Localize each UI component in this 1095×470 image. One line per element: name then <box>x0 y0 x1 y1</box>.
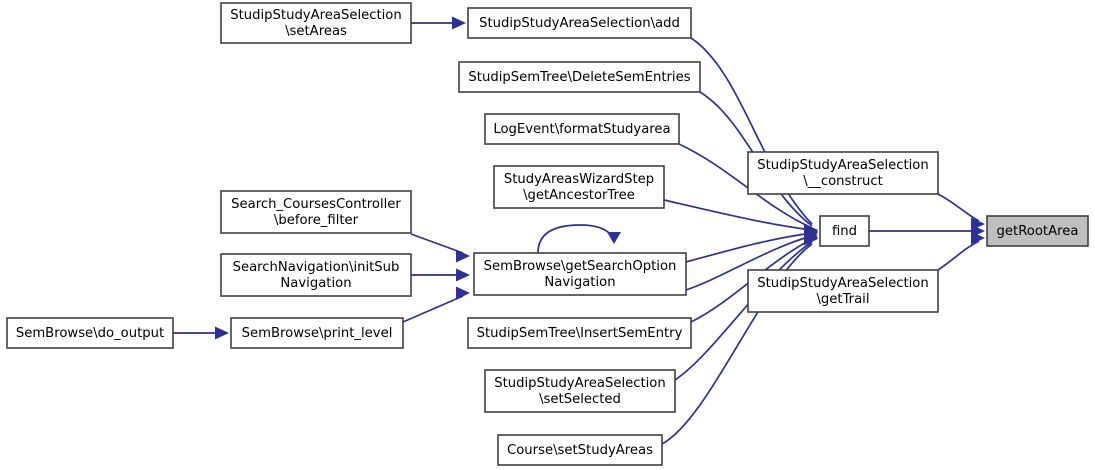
node-label-getAncestorTree: StudyAreasWizardStep <box>504 172 654 187</box>
node-label-print_level: SemBrowse\print_level <box>242 326 393 341</box>
node-label-add: StudipStudyAreaSelection\add <box>479 16 680 31</box>
node-label-construct: StudipStudyAreaSelection <box>757 158 929 173</box>
node-label-formatStudyarea: LogEvent\formatStudyarea <box>493 122 670 137</box>
node-label-setAreas: \setAreas <box>285 24 347 39</box>
node-label-setSelected: \setSelected <box>539 392 621 407</box>
node-layer: StudipStudyAreaSelection\setAreasStudipS… <box>6 2 1089 466</box>
node-construct[interactable]: StudipStudyAreaSelection\__construct <box>747 151 939 195</box>
node-label-setSelected: StudipStudyAreaSelection <box>494 376 666 391</box>
edge-before_filter-to-getSearchOptionNavigation <box>410 233 464 254</box>
node-setStudyAreas[interactable]: Course\setStudyAreas <box>497 434 663 466</box>
node-box-add[interactable] <box>467 7 692 39</box>
node-label-initSubNavigation: SearchNavigation\initSub <box>233 260 400 275</box>
node-label-getSearchOptionNavigation: Navigation <box>544 275 615 290</box>
node-label-getRootArea: getRootArea <box>997 224 1079 239</box>
node-box-construct[interactable] <box>747 151 939 195</box>
node-box-find[interactable] <box>819 215 870 247</box>
node-label-do_output: SemBrowse\do_output <box>16 326 164 341</box>
node-label-insertSemEntry: StudipSemTree\InsertSemEntry <box>477 326 683 341</box>
node-deleteSemEntries[interactable]: StudipSemTree\DeleteSemEntries <box>458 61 701 93</box>
arrowhead-setStudyAreas-to-find <box>804 232 818 246</box>
node-find[interactable]: find <box>819 215 870 247</box>
node-label-setAreas: StudipStudyAreaSelection <box>230 8 402 23</box>
arrowhead-getSearchOptionNavigation-to-getSearchOptionNavigation <box>607 232 621 244</box>
node-do_output[interactable]: SemBrowse\do_output <box>6 317 174 349</box>
node-label-before_filter: Search_CoursesController <box>231 197 401 212</box>
arrowhead-do_output-to-print_level <box>215 326 229 340</box>
node-getAncestorTree[interactable]: StudyAreasWizardStep\getAncestorTree <box>493 165 665 209</box>
arrowhead-print_level-to-getSearchOptionNavigation <box>456 286 470 300</box>
node-formatStudyarea[interactable]: LogEvent\formatStudyarea <box>484 113 680 145</box>
arrowhead-setAreas-to-add <box>452 16 466 30</box>
node-box-setStudyAreas[interactable] <box>497 434 663 466</box>
node-box-setAreas[interactable] <box>220 2 412 44</box>
node-box-print_level[interactable] <box>230 317 404 349</box>
node-box-insertSemEntry[interactable] <box>467 317 692 349</box>
node-box-getAncestorTree[interactable] <box>493 165 665 209</box>
node-box-formatStudyarea[interactable] <box>484 113 680 145</box>
node-box-getSearchOptionNavigation[interactable] <box>473 252 687 296</box>
edge-setStudyAreas-to-find <box>661 243 813 445</box>
node-box-do_output[interactable] <box>6 317 174 349</box>
node-label-find: find <box>832 224 857 239</box>
node-box-getTrail[interactable] <box>747 269 939 313</box>
node-box-initSubNavigation[interactable] <box>220 253 412 297</box>
node-label-setStudyAreas: Course\setStudyAreas <box>507 443 653 458</box>
node-label-getAncestorTree: \getAncestorTree <box>523 188 635 203</box>
node-insertSemEntry[interactable]: StudipSemTree\InsertSemEntry <box>467 317 692 349</box>
node-label-deleteSemEntries: StudipSemTree\DeleteSemEntries <box>468 70 690 85</box>
arrowhead-getTrail-to-getRootArea <box>971 231 985 245</box>
node-label-initSubNavigation: Navigation <box>280 276 351 291</box>
edge-formatStudyarea-to-find <box>678 143 813 229</box>
node-label-before_filter: \before_filter <box>274 213 359 228</box>
edge-getSearchOptionNavigation-to-find <box>685 232 813 263</box>
node-before_filter[interactable]: Search_CoursesController\before_filter <box>220 190 412 234</box>
node-label-getTrail: \getTrail <box>816 292 869 307</box>
node-getRootArea[interactable]: getRootArea <box>986 215 1089 247</box>
edge-add-to-find <box>690 37 813 225</box>
node-box-setSelected[interactable] <box>484 369 676 413</box>
node-label-construct: \__construct <box>803 174 883 189</box>
arrowhead-initSubNavigation-to-getSearchOptionNavigation <box>456 268 470 282</box>
arrowhead-before_filter-to-getSearchOptionNavigation <box>456 249 470 263</box>
node-getTrail[interactable]: StudipStudyAreaSelection\getTrail <box>747 269 939 313</box>
edge-getTrail-to-getRootArea <box>937 240 980 271</box>
node-box-getRootArea[interactable] <box>986 215 1089 247</box>
node-add[interactable]: StudipStudyAreaSelection\add <box>467 7 692 39</box>
node-print_level[interactable]: SemBrowse\print_level <box>230 317 404 349</box>
node-label-getSearchOptionNavigation: SemBrowse\getSearchOption <box>484 259 677 274</box>
edge-print_level-to-getSearchOptionNavigation <box>402 295 464 323</box>
node-setSelected[interactable]: StudipStudyAreaSelection\setSelected <box>484 369 676 413</box>
edge-getSearchOptionNavigation-to-getSearchOptionNavigation <box>537 224 613 254</box>
edge-getSearchOptionNavigation-to-find <box>685 235 813 291</box>
node-box-before_filter[interactable] <box>220 190 412 234</box>
node-label-getTrail: StudipStudyAreaSelection <box>757 276 929 291</box>
node-box-deleteSemEntries[interactable] <box>458 61 701 93</box>
edge-getAncestorTree-to-find <box>663 199 813 231</box>
edge-construct-to-getRootArea <box>937 193 980 222</box>
edge-setSelected-to-find <box>674 241 813 381</box>
node-setAreas[interactable]: StudipStudyAreaSelection\setAreas <box>220 2 412 44</box>
